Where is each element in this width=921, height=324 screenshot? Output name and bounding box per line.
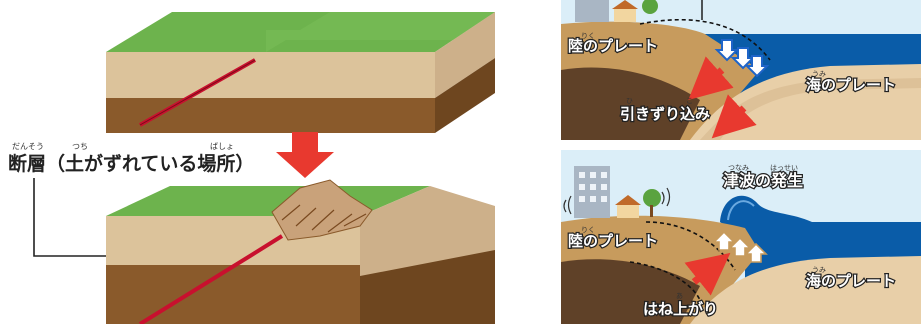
ruby-sou: そう [28,142,44,151]
ruby-a: あ [676,292,683,300]
ruby-dan: だん [12,142,28,151]
top-land-plate-label: 陸のプレート [568,37,658,55]
plate-panel-top: りく 陸のプレート うみ 海のプレート ひ こ 引きずり込み [561,0,921,140]
drag-in-label: 引きずり込み [620,105,710,123]
tsunami-label: 津波の発生 [723,171,803,190]
ruby-tsuchi: つち [72,142,88,151]
down-arrow [276,132,334,178]
top-sea-plate-label: 海のプレート [806,76,896,94]
ruby-basho: ばしょ [210,142,234,151]
ruby-komi: こ [686,97,693,105]
fault-label-text: 断層（土がずれている場所） [8,152,254,175]
bottom-land-plate-label: 陸のプレート [568,232,658,250]
bottom-sea-plate-label: 海のプレート [806,272,896,290]
fault-block-before [106,12,495,133]
plate-panel-bottom: つなみ はっせい 津波の発生 りく 陸のプレート うみ 海のプレート あ はね上… [561,150,921,324]
ruby-hiki: ひ [626,97,633,105]
fault-block-after [106,180,495,324]
rebound-label: はね上がり [643,300,718,318]
